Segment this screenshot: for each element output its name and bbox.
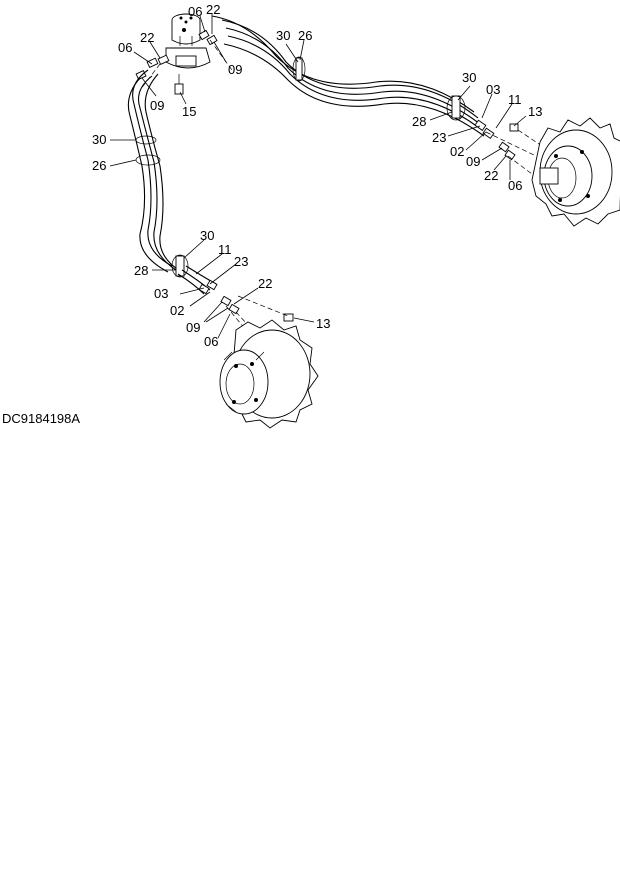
fitting-icon: [474, 119, 519, 161]
callout-09: 09: [150, 98, 164, 113]
travel-motor-sprocket-icon: [531, 117, 620, 227]
center-joint-icon: [165, 13, 211, 69]
upper-hose-bundle: [211, 15, 485, 137]
callout-26: 26: [298, 28, 312, 43]
fitting-icon: [174, 74, 184, 95]
callout-23: 23: [432, 130, 446, 145]
callout-30: 30: [200, 228, 214, 243]
fitting-icon: [135, 29, 218, 81]
callout-06: 06: [508, 178, 522, 193]
callout-22: 22: [484, 168, 498, 183]
callout-28: 28: [134, 263, 148, 278]
callout-22: 22: [258, 276, 272, 291]
callout-labels: 06 22 06 22 09 09 15 30 26 30 26 30 03 1…: [92, 2, 542, 349]
callout-03: 03: [154, 286, 168, 301]
callout-11: 11: [218, 242, 232, 257]
callout-13: 13: [316, 316, 330, 331]
callout-09: 09: [186, 320, 200, 335]
leader-lines: [109, 14, 527, 339]
callout-26: 26: [92, 158, 106, 173]
callout-09: 09: [228, 62, 242, 77]
callout-13: 13: [528, 104, 542, 119]
callout-06: 06: [188, 4, 202, 19]
callout-30: 30: [462, 70, 476, 85]
callout-06: 06: [204, 334, 218, 349]
callout-02: 02: [170, 303, 184, 318]
callout-11: 11: [508, 92, 522, 107]
callout-03: 03: [486, 82, 500, 97]
callout-28: 28: [412, 114, 426, 129]
callout-06: 06: [118, 40, 132, 55]
callout-30: 30: [276, 28, 290, 43]
callout-22: 22: [140, 30, 154, 45]
callout-30: 30: [92, 132, 106, 147]
fitting-icon: [198, 279, 294, 322]
left-hose-bundle: [127, 69, 183, 273]
callout-23: 23: [234, 254, 248, 269]
callout-15: 15: [182, 104, 196, 119]
travel-motor-sprocket-icon: [219, 319, 319, 429]
callout-09: 09: [466, 154, 480, 169]
drawing-id: DC9184198A: [2, 411, 80, 426]
hose-clamp-icon: [292, 56, 306, 82]
callout-22: 22: [206, 2, 220, 17]
callout-02: 02: [450, 144, 464, 159]
